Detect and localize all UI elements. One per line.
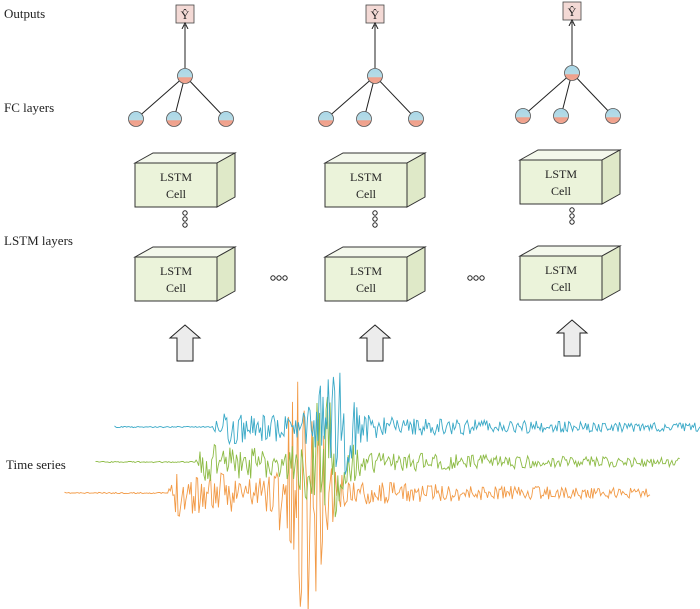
lstm-cell-top: LSTM Cell [323, 152, 427, 208]
box-front-face [324, 256, 408, 302]
ellipsis-dot [276, 275, 282, 281]
box-side-face [216, 246, 236, 302]
fc-bottom-node [318, 111, 334, 127]
lstm-layers-label: LSTM layers [4, 233, 73, 248]
lstm-cell-text-line2: Cell [356, 281, 377, 295]
time-series-label: Time series [6, 457, 66, 472]
box-front-face [134, 162, 218, 208]
vertical-ellipsis-dot [569, 213, 575, 219]
fc-top-node [177, 68, 193, 84]
fc-connection [135, 75, 186, 120]
input-arrow [555, 319, 589, 357]
vertical-ellipsis-dot [372, 216, 378, 222]
network-columns: ŶLSTMCellLSTMCellŶLSTMCellLSTMCellŶLSTMC… [128, 1, 622, 362]
output-node: Ŷ [365, 4, 385, 24]
fc-connection [374, 75, 417, 120]
fc-bottom-node [605, 108, 621, 124]
vertical-ellipsis-dot [372, 210, 378, 216]
lstm-cell-text-line1: LSTM [350, 170, 382, 184]
horizontal-ellipsis [270, 275, 288, 281]
waveform-green [95, 396, 680, 518]
lstm-cell-text-line1: LSTM [160, 170, 192, 184]
lstm-cell-top: LSTM Cell [133, 152, 237, 208]
ellipsis-dot [270, 275, 276, 281]
lstm-cell-text-line2: Cell [551, 184, 572, 198]
fc-bottom-node [408, 111, 424, 127]
fc-bottom-node [515, 108, 531, 124]
output-node: Ŷ [562, 1, 582, 21]
vertical-ellipsis-dot [182, 222, 188, 228]
lstm-cell-bottom: LSTM Cell [133, 246, 237, 302]
lstm-cell-text-line2: Cell [166, 281, 187, 295]
input-arrow [358, 324, 392, 362]
lstm-cell-text-line1: LSTM [160, 264, 192, 278]
lstm-cell-text-line2: Cell [356, 187, 377, 201]
ellipsis-dot [473, 275, 479, 281]
fc-top-node [564, 65, 580, 81]
fc-connection [184, 75, 227, 120]
vertical-ellipsis-dot [182, 216, 188, 222]
box-side-face [406, 246, 426, 302]
vertical-ellipsis-dot [569, 219, 575, 225]
output-symbol: Ŷ [181, 8, 190, 22]
input-arrow [168, 324, 202, 362]
box-side-face [216, 152, 236, 208]
vertical-ellipsis-dot [569, 207, 575, 213]
fc-bottom-node [356, 111, 372, 127]
outputs-label: Outputs [4, 6, 46, 21]
box-front-face [519, 159, 603, 205]
lstm-cell-text-line2: Cell [551, 280, 572, 294]
lstm-cell-bottom: LSTM Cell [518, 245, 622, 301]
vertical-ellipsis-dot [182, 210, 188, 216]
fc-connection [522, 72, 573, 117]
output-symbol: Ŷ [371, 8, 380, 22]
lstm-cell-bottom: LSTM Cell [323, 246, 427, 302]
time-series-waveforms [64, 372, 700, 609]
box-front-face [134, 256, 218, 302]
horizontal-ellipsis [467, 275, 485, 281]
fc-connection [571, 72, 614, 117]
output-symbol: Ŷ [568, 5, 577, 19]
waveform-orange [64, 381, 651, 609]
lstm-cell-text-line1: LSTM [350, 264, 382, 278]
box-side-face [601, 245, 621, 301]
fc-bottom-node [218, 111, 234, 127]
ellipsis-dot [467, 275, 473, 281]
fc-bottom-node [553, 108, 569, 124]
ellipsis-dot [282, 275, 288, 281]
fc-layers-label: FC layers [4, 100, 55, 115]
box-front-face [519, 255, 603, 301]
output-node: Ŷ [175, 4, 195, 24]
lstm-cell-text-line1: LSTM [545, 263, 577, 277]
fc-connection [325, 75, 376, 120]
box-side-face [601, 149, 621, 205]
lstm-cell-text-line1: LSTM [545, 167, 577, 181]
lstm-cell-top: LSTM Cell [518, 149, 622, 205]
fc-bottom-node [166, 111, 182, 127]
lstm-cell-text-line2: Cell [166, 187, 187, 201]
box-front-face [324, 162, 408, 208]
ellipsis-dot [479, 275, 485, 281]
fc-top-node [367, 68, 383, 84]
vertical-ellipsis-dot [372, 222, 378, 228]
box-side-face [406, 152, 426, 208]
waveform-blue [114, 372, 700, 475]
fc-bottom-node [128, 111, 144, 127]
